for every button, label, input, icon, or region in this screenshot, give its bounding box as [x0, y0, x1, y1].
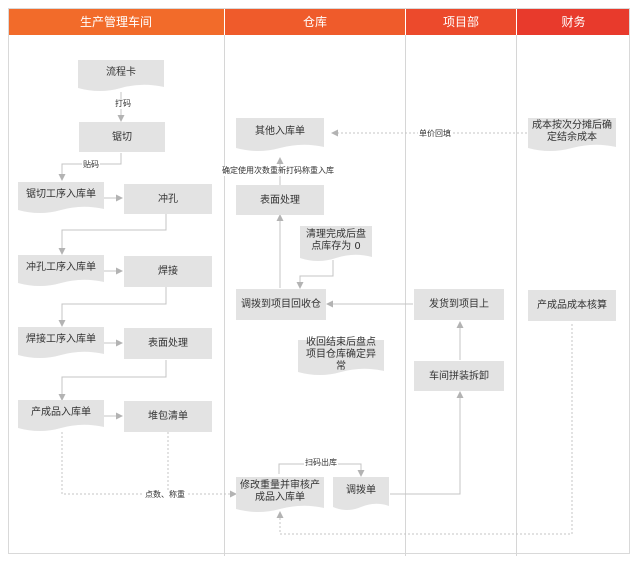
diagram-frame [8, 8, 630, 554]
node-transfer-recycle-warehouse: 调拨到项目回收仓 [236, 289, 326, 320]
edge-weld-to-welddoc [58, 287, 167, 327]
edge-label-price-backfill: 单价回填 [418, 129, 452, 139]
node-transfer-order: 调拨单 [333, 477, 389, 513]
node-recall-inventory-note: 收回结束后盘点项目仓库确定异常 [298, 337, 384, 378]
node-other-receipt: 其他入库单 [236, 118, 324, 154]
lane-header-warehouse: 仓库 [225, 8, 405, 35]
node-welding-receipt: 焊接工序入库单 [18, 327, 104, 361]
edge-punch-to-punchdoc [58, 214, 167, 255]
node-ship-to-project: 发货到项目上 [414, 289, 504, 320]
lane-header-project: 项目部 [406, 8, 516, 35]
edge-finance-feedback [276, 324, 573, 535]
node-product-cost-accounting: 产成品成本核算 [528, 290, 616, 321]
node-modify-weight-receipt: 修改重量并审核产成品入库单 [236, 477, 324, 515]
node-punching: 冲孔 [124, 184, 212, 214]
node-workshop-assembly: 车间拼装拆卸 [414, 361, 504, 391]
node-cost-allocation: 成本按次分摊后确定结余成本 [528, 118, 616, 154]
node-sawing: 锯切 [79, 122, 165, 152]
edge-label-count-weigh: 点数、称重 [144, 490, 186, 500]
node-surface-treatment-warehouse: 表面处理 [236, 185, 324, 215]
node-surface-treatment: 表面处理 [124, 328, 212, 359]
lane-divider [224, 35, 225, 556]
node-clean-inventory-note: 清理完成后盘点库存为 0 [300, 226, 372, 264]
node-packing-list: 堆包清单 [124, 401, 212, 432]
lane-divider [516, 35, 517, 556]
node-product-receipt: 产成品入库单 [18, 400, 104, 434]
lane-header-workshop: 生产管理车间 [8, 8, 224, 35]
edge-label-stick-code: 贴码 [82, 160, 100, 170]
node-sawing-receipt: 锯切工序入库单 [18, 182, 104, 216]
node-punching-receipt: 冲孔工序入库单 [18, 255, 104, 289]
edge-label-reweigh: 确定使用次数重新打码称重入库 [221, 166, 335, 176]
edge-clean-to-recycle [296, 260, 334, 289]
node-process-card: 流程卡 [78, 60, 164, 94]
lane-header-finance: 财务 [517, 8, 630, 35]
node-welding: 焊接 [124, 256, 212, 287]
edge-transfer-to-assembly [390, 391, 464, 495]
edge-label-scan-out: 扫码出库 [304, 458, 338, 468]
edge-label-print-code: 打码 [114, 99, 132, 109]
lane-divider [405, 35, 406, 556]
edge-surface-to-productdoc [58, 360, 167, 401]
edge-productdoc-to-modify [61, 432, 237, 498]
